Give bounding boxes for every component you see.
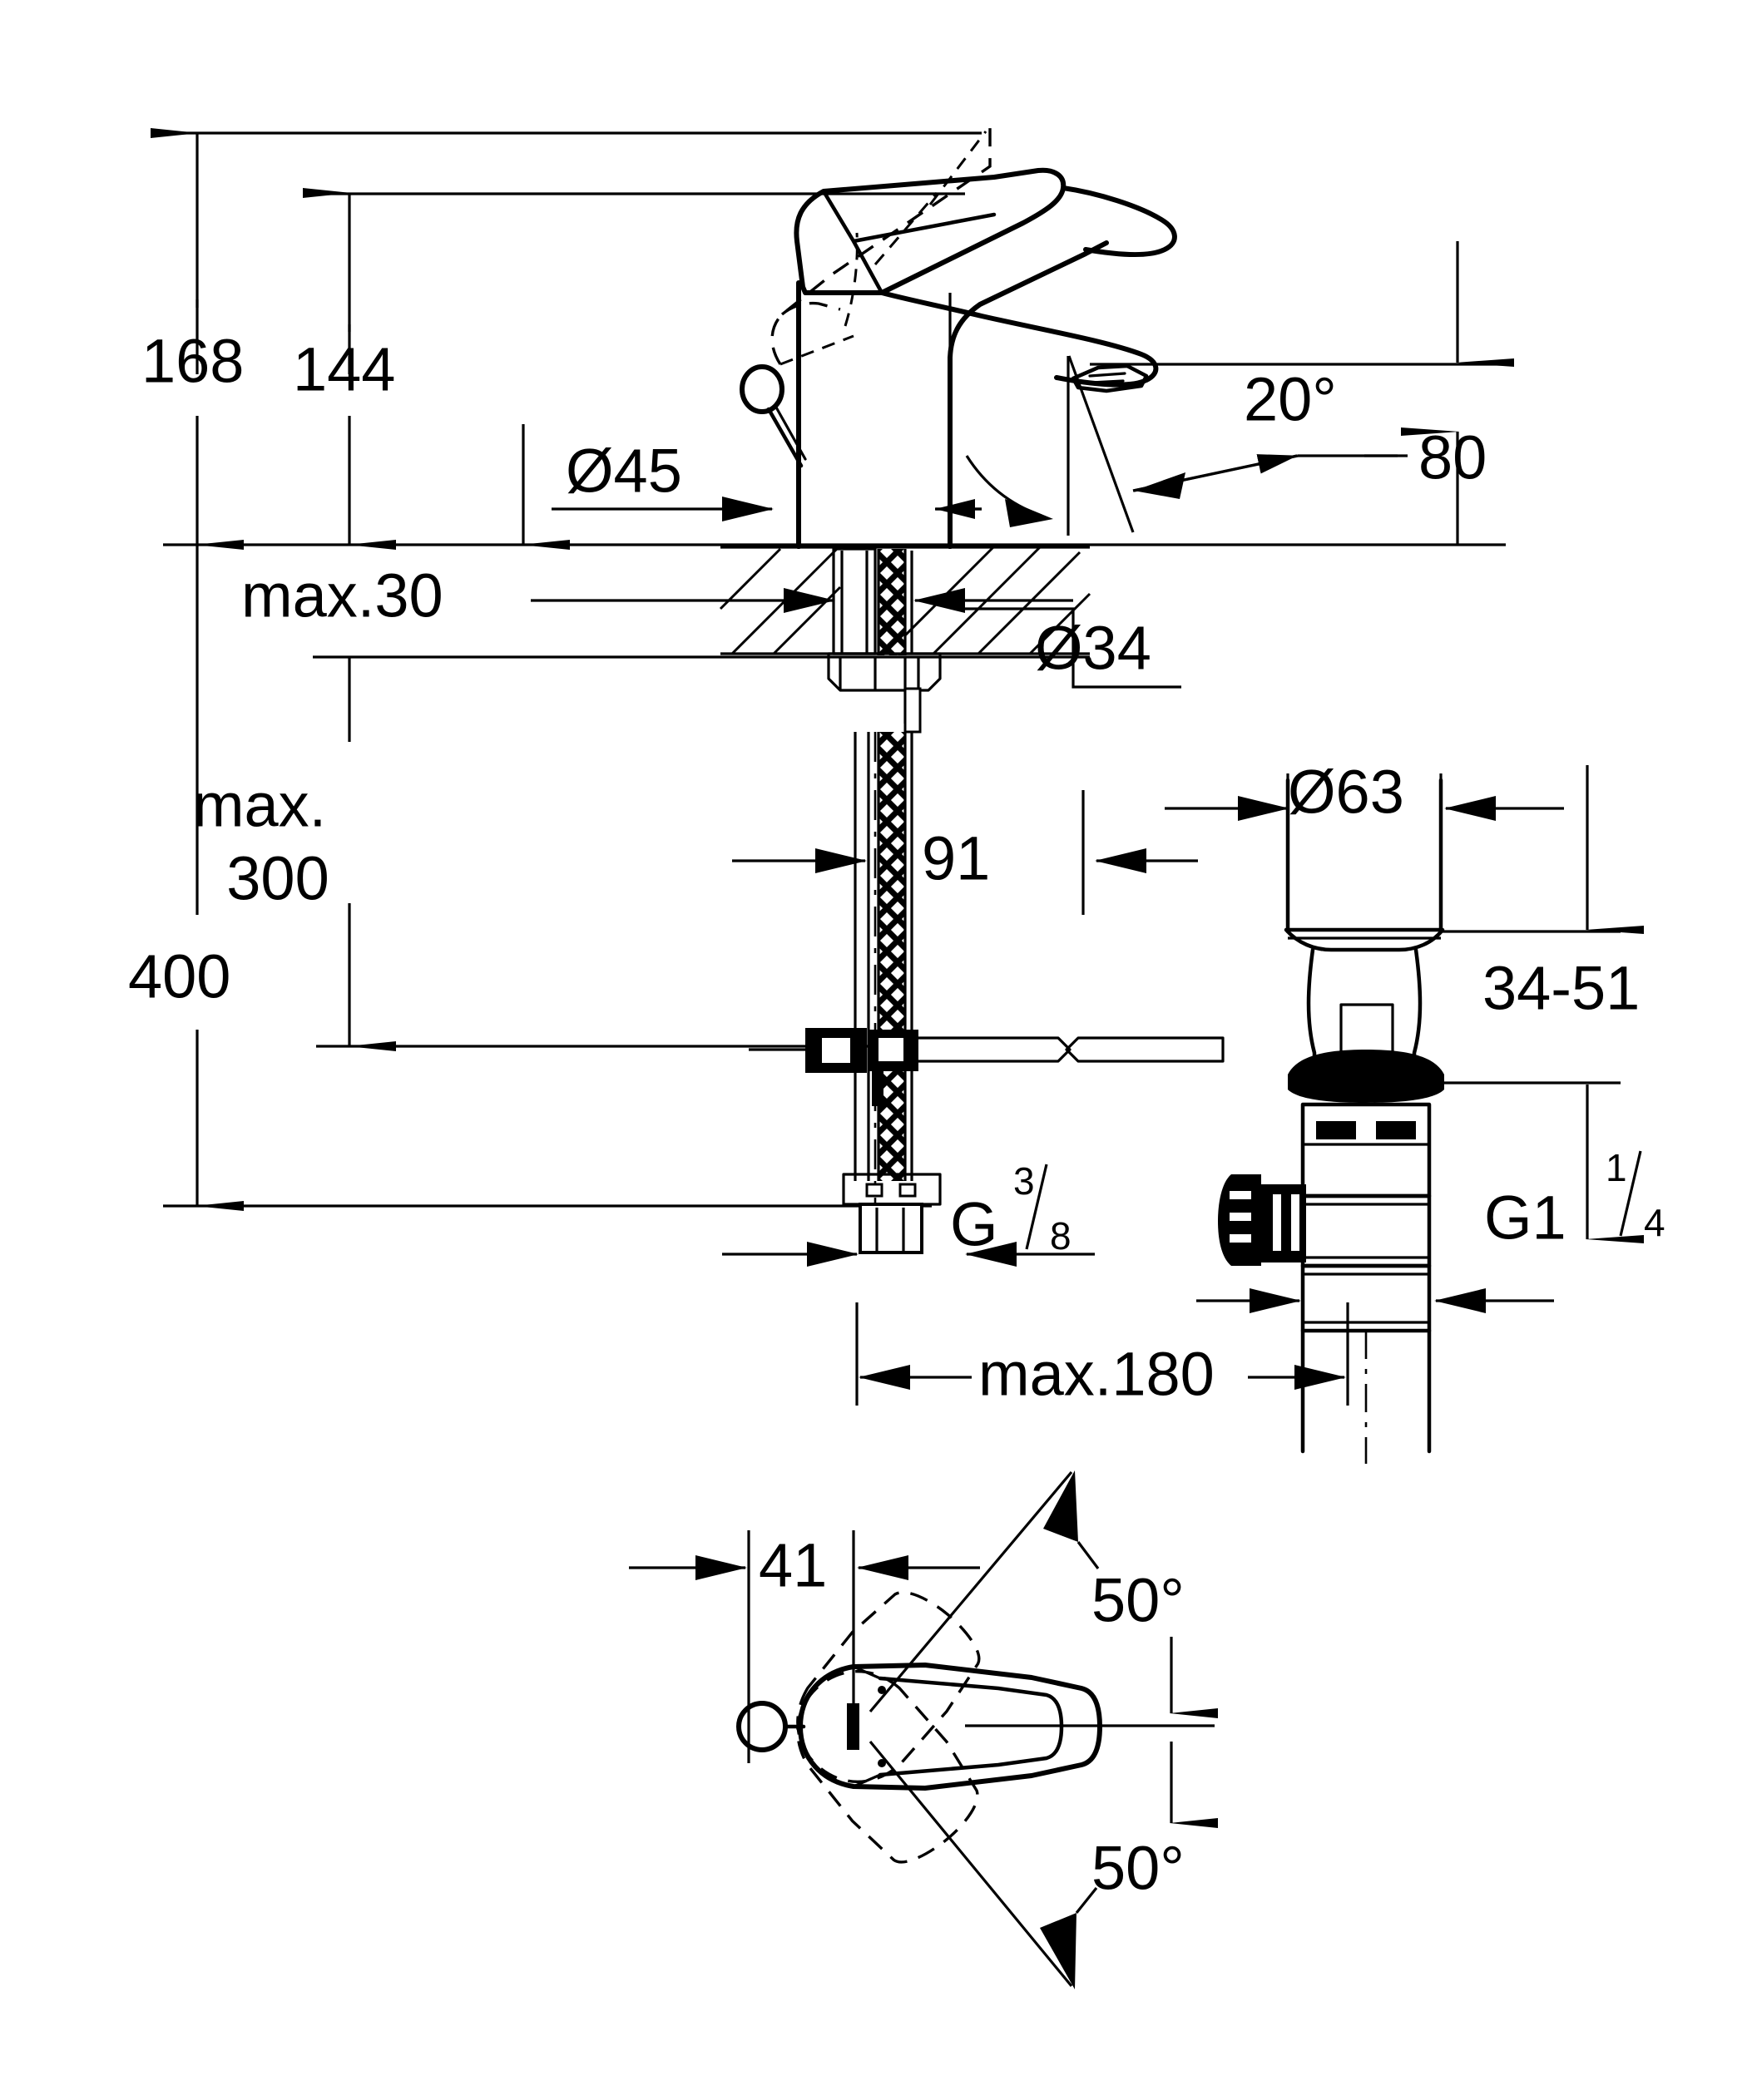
dimension-34-51: 34-51 [1443, 765, 1644, 1243]
dimension-max-180: max.180 [855, 1302, 1349, 1409]
faucet-body [796, 240, 1109, 547]
dimension-thread-g38-letter: G [950, 1190, 998, 1259]
dimension-91-label: 91 [922, 824, 990, 893]
dimension-angle-50-upper-label: 50° [1091, 1566, 1185, 1635]
dimension-max-300-word: max. [193, 771, 326, 840]
dimension-thread-g1-denominator: 4 [1644, 1201, 1665, 1244]
lever-swivel-ghost-lower [796, 1670, 979, 1864]
linkage-thumbscrew [1218, 1174, 1306, 1266]
dimension-angle-20-label: 20° [1244, 365, 1337, 434]
dimension-angle-50-lower-label: 50° [1091, 1834, 1185, 1903]
dimension-400-label: 400 [128, 942, 230, 1011]
waste-seal-ring [1288, 1050, 1444, 1103]
dimension-168-label: 168 [141, 327, 244, 396]
dimension-thread-g1-numerator: 1 [1606, 1146, 1627, 1189]
dimension-max-30-label: max.30 [241, 561, 443, 630]
dimension-max-300: max. 300 [193, 657, 874, 1051]
pop-up-waste-assembly [1218, 778, 1445, 1464]
dimension-dia-34-label: Ø34 [1035, 614, 1151, 683]
dimension-angle-50-lower: 50° [869, 1740, 1185, 1989]
waste-tailpipe [1300, 1328, 1432, 1464]
dimension-thread-g1-1-4: G1 1 4 [1196, 1146, 1665, 1313]
dimension-144-label: 144 [293, 335, 395, 404]
dimension-dia-63-label: Ø63 [1288, 758, 1404, 827]
pop-up-waste-body [1300, 1102, 1432, 1333]
dimension-dia-63: Ø63 [1165, 758, 1564, 933]
dimension-angle-50-upper: 50° [869, 1470, 1218, 1828]
dimension-dia-45: Ø45 [522, 424, 982, 550]
pop-up-waste-stem [1306, 947, 1423, 1080]
dimension-max-30: max.30 [241, 561, 1073, 630]
dimension-144: 144 [293, 188, 396, 550]
dimension-angle-20: 20° [965, 355, 1398, 536]
threaded-shank [827, 547, 942, 734]
dimension-thread-g38: G 3 8 [722, 1159, 1095, 1267]
lever-plan-view: 41 50° [629, 1470, 1218, 1989]
dimension-max-300-value: 300 [226, 844, 329, 913]
dimension-168: 168 [141, 128, 244, 550]
dimension-thread-g38-denominator: 8 [1050, 1214, 1071, 1258]
dimension-41: 41 [629, 1530, 980, 1763]
dimension-400: 400 [128, 545, 244, 1211]
dimension-34-51-label: 34-51 [1482, 954, 1640, 1023]
dimension-80: 80 [1364, 241, 1514, 544]
dimension-91: 91 [732, 790, 1198, 915]
dimension-80-label: 80 [1418, 423, 1487, 492]
dimension-41-label: 41 [759, 1531, 827, 1600]
lever-raised-position-ghost [770, 126, 992, 366]
dimension-dia-45-label: Ø45 [566, 437, 682, 506]
single-lever-handle [794, 167, 1177, 393]
lift-rod-linkage [749, 1028, 1225, 1106]
dimension-thread-g38-numerator: 3 [1013, 1159, 1035, 1203]
dimension-max-180-label: max.180 [978, 1340, 1215, 1409]
dimension-dia-34: Ø34 [957, 607, 1181, 689]
pull-rod-knob [740, 364, 807, 468]
front-elevation-view: 168 144 Ø45 [128, 126, 1665, 1464]
lever-swivel-ghost-upper [796, 1591, 981, 1783]
dimension-thread-g1-letter: G1 [1484, 1183, 1566, 1253]
